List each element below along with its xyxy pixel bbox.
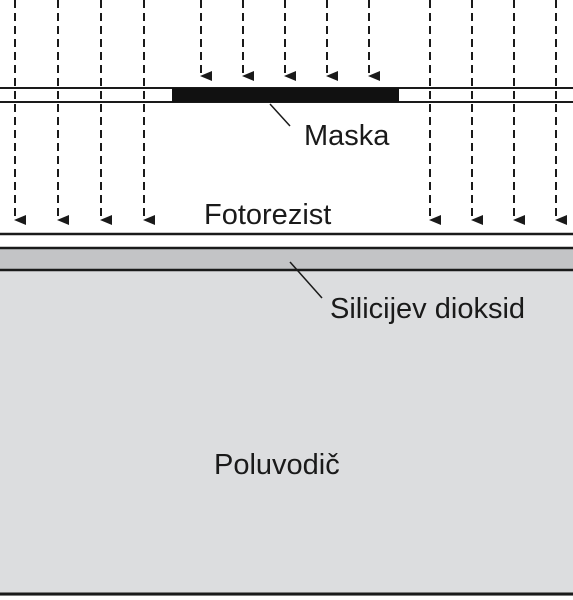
silicon-dioxide-layer <box>0 248 573 270</box>
mask-label: Maska <box>304 120 390 152</box>
semiconductor-label: Poluvodič <box>214 449 340 481</box>
silicon-dioxide-label: Silicijev dioksid <box>330 293 525 325</box>
exposure-rays-right <box>429 0 567 225</box>
semiconductor-layer <box>0 270 573 596</box>
exposure-rays-left <box>14 0 155 225</box>
silicon-dioxide-leader-line <box>289 261 323 299</box>
photoresist-label: Fotorezist <box>204 199 331 231</box>
exposure-rays-above-mask <box>200 0 380 81</box>
mask-leader-line <box>269 103 291 127</box>
mask-block <box>172 88 399 102</box>
